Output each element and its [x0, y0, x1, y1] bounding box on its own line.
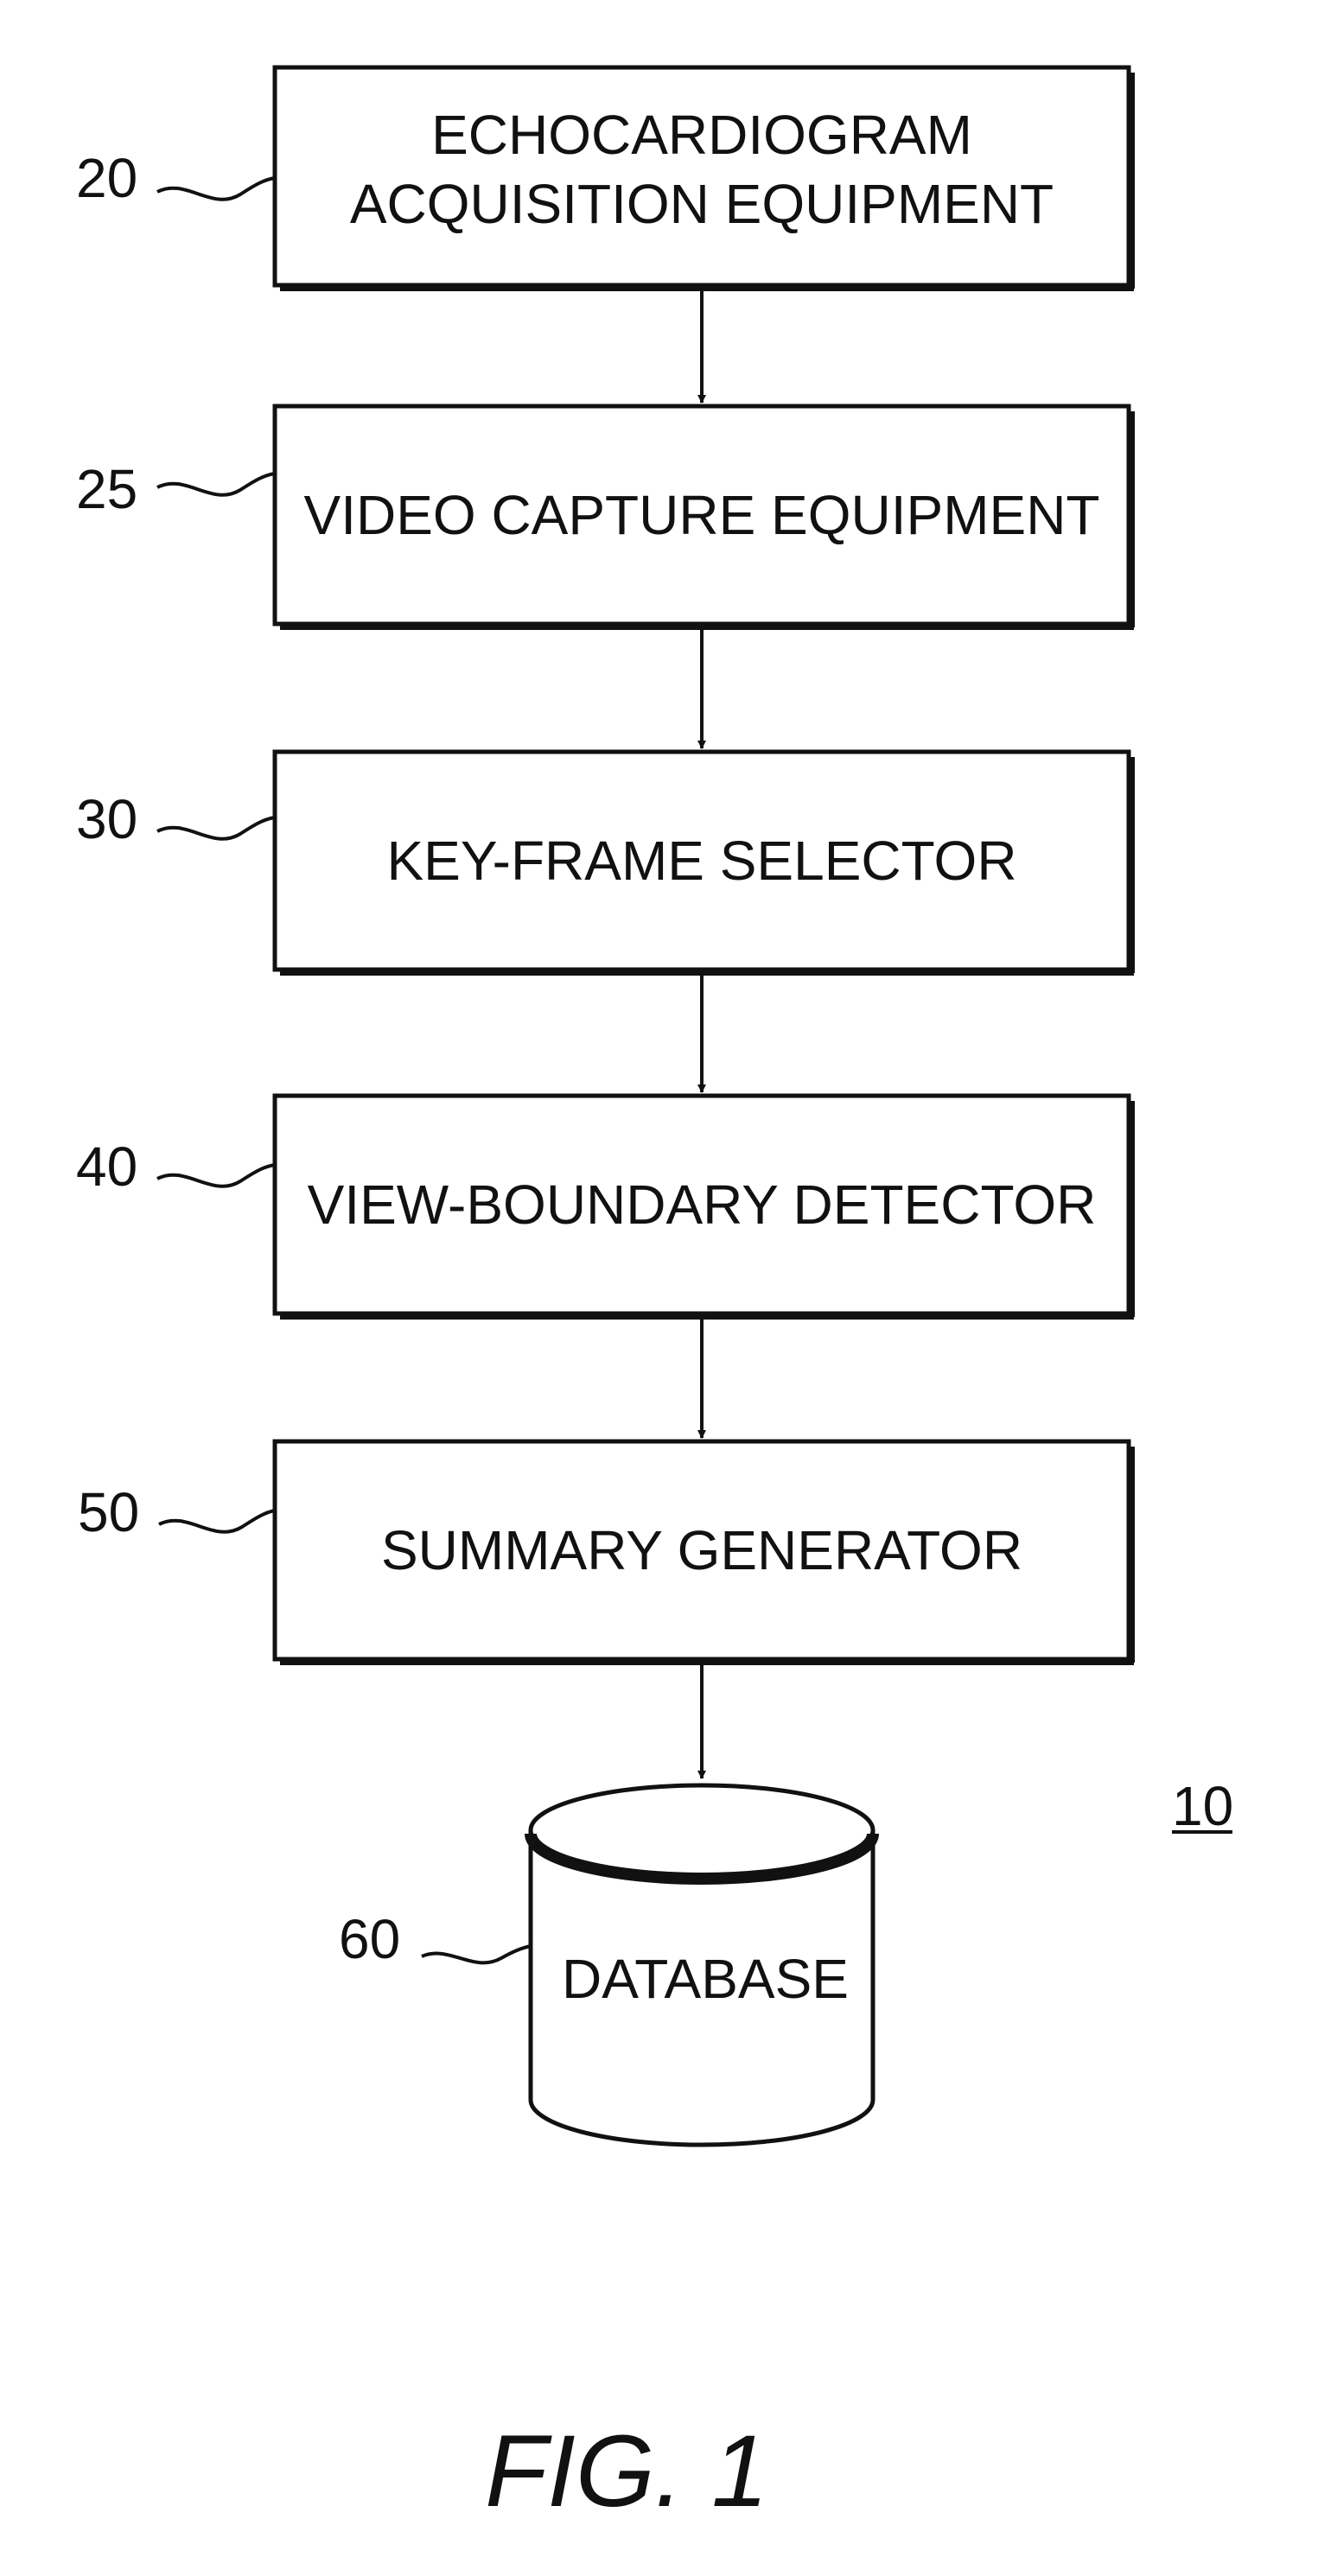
- block-summary-generator: SUMMARY GENERATOR: [275, 1441, 1134, 1663]
- ref-numeral-40: 40: [76, 1135, 137, 1198]
- block-20-label-line-2: ACQUISITION EQUIPMENT: [350, 173, 1054, 235]
- leader-line-20: [157, 178, 275, 200]
- database-cylinder: DATABASE: [531, 1785, 873, 2145]
- ref-numeral-20: 20: [76, 147, 137, 209]
- block-video-capture: VIDEO CAPTURE EQUIPMENT: [275, 406, 1134, 627]
- block-20-label-line-1: ECHOCARDIOGRAM: [431, 104, 972, 166]
- figure-label: FIG. 1: [485, 2414, 768, 2528]
- database-label: DATABASE: [562, 1948, 849, 2010]
- block-25-label: VIDEO CAPTURE EQUIPMENT: [304, 484, 1100, 546]
- block-key-frame-selector: KEY-FRAME SELECTOR: [275, 752, 1134, 973]
- ref-numeral-30: 30: [76, 788, 137, 850]
- block-30-label: KEY-FRAME SELECTOR: [386, 830, 1016, 892]
- ref-numeral-60: 60: [339, 1908, 400, 1970]
- leader-line-50: [159, 1511, 275, 1532]
- block-echocardiogram-acquisition: ECHOCARDIOGRAM ACQUISITION EQUIPMENT: [275, 67, 1134, 289]
- ref-numeral-50: 50: [78, 1481, 139, 1543]
- block-40-label: VIEW-BOUNDARY DETECTOR: [308, 1174, 1097, 1236]
- ref-numeral-25: 25: [76, 458, 137, 520]
- leader-line-60: [422, 1946, 531, 1962]
- leader-line-25: [157, 474, 275, 495]
- system-ref-numeral: 10: [1172, 1775, 1233, 1837]
- leader-line-40: [157, 1165, 275, 1186]
- block-view-boundary-detector: VIEW-BOUNDARY DETECTOR: [275, 1096, 1134, 1317]
- block-50-label: SUMMARY GENERATOR: [381, 1519, 1022, 1581]
- leader-line-30: [157, 817, 275, 839]
